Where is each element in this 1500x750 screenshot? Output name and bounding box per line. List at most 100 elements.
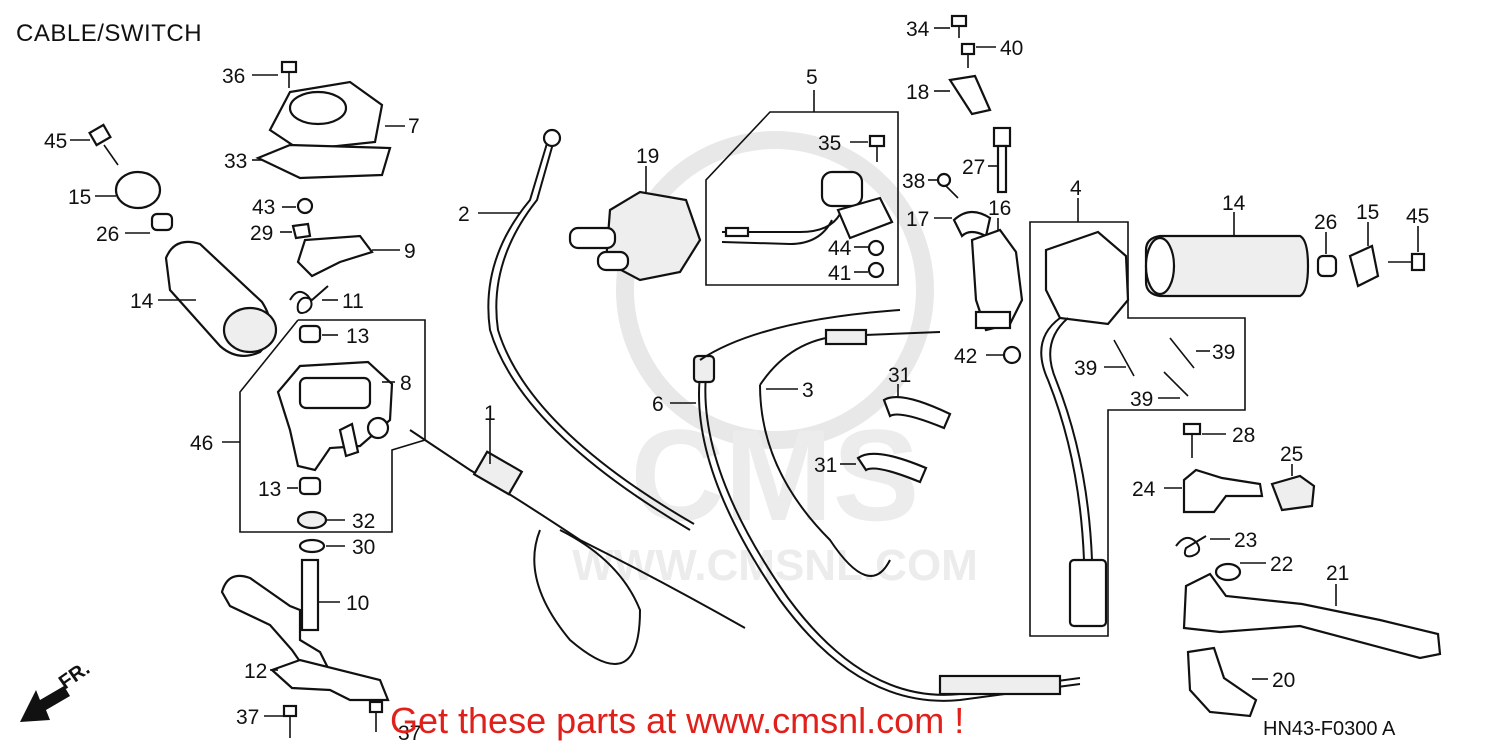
assembly-5-box xyxy=(705,111,899,286)
callout-43: 43 xyxy=(252,196,275,219)
part-36-screw[interactable] xyxy=(280,60,298,88)
part-15-weight-right[interactable] xyxy=(1348,244,1380,288)
part-20-holder[interactable] xyxy=(1186,646,1258,718)
callout-45-left: 45 xyxy=(44,130,67,153)
part-22-collar[interactable] xyxy=(1214,562,1242,582)
part-39-screw-a[interactable] xyxy=(1113,339,1135,377)
callout-9: 9 xyxy=(404,240,416,263)
part-37-bolt-2[interactable] xyxy=(368,700,384,732)
part-15-weight-left[interactable] xyxy=(114,170,162,210)
callout-22: 22 xyxy=(1270,553,1293,576)
part-13-collar-lower[interactable] xyxy=(298,476,322,496)
callout-32: 32 xyxy=(352,510,375,533)
part-40-bolt[interactable] xyxy=(960,42,976,68)
callout-5: 5 xyxy=(806,66,818,89)
callout-13-lower: 13 xyxy=(258,478,281,501)
part-13-collar[interactable] xyxy=(298,324,322,344)
part-38-screw[interactable] xyxy=(936,172,959,199)
callout-38: 38 xyxy=(902,170,925,193)
callout-24: 24 xyxy=(1132,478,1156,501)
callout-26-right: 26 xyxy=(1314,211,1337,234)
cable-2[interactable] xyxy=(487,128,695,531)
part-21-brake-lever[interactable] xyxy=(1182,572,1442,660)
page-title: CABLE/SWITCH xyxy=(16,20,203,47)
part-32-bearing[interactable] xyxy=(296,510,328,530)
throttle-assembly xyxy=(220,60,426,738)
cable-3[interactable] xyxy=(759,328,941,577)
callout-21: 21 xyxy=(1326,562,1349,585)
part-39-screw-c[interactable] xyxy=(1163,371,1189,397)
part-19-switch[interactable] xyxy=(568,190,702,282)
callout-45-right: 45 xyxy=(1406,205,1429,228)
part-34-bolt[interactable] xyxy=(950,14,968,38)
part-26-collar-left[interactable] xyxy=(150,212,174,232)
callout-41: 41 xyxy=(828,262,851,285)
part-44-washer[interactable] xyxy=(867,239,885,257)
part-41-nut[interactable] xyxy=(867,261,885,279)
part-29-clip[interactable] xyxy=(291,222,312,240)
part-18-bracket[interactable] xyxy=(948,74,992,116)
part-12-clamp[interactable] xyxy=(269,658,390,702)
part-17-clamp[interactable] xyxy=(952,210,992,238)
part-28-bolt[interactable] xyxy=(1182,422,1202,458)
callout-36: 36 xyxy=(222,65,245,88)
callout-1: 1 xyxy=(484,402,496,425)
part-8-housing[interactable] xyxy=(276,360,394,472)
callout-2: 2 xyxy=(458,203,470,226)
part-16-holder[interactable] xyxy=(970,228,1024,332)
part-45-bolt-left[interactable] xyxy=(88,123,119,166)
part-26-collar-right[interactable] xyxy=(1316,254,1338,278)
callout-11: 11 xyxy=(342,290,364,313)
front-arrow-icon xyxy=(20,686,70,722)
assembly-4-box xyxy=(1029,221,1246,637)
callout-12: 12 xyxy=(244,660,267,683)
part-37-bolt[interactable] xyxy=(282,704,298,738)
callout-20: 20 xyxy=(1272,669,1295,692)
part-14-grip-left[interactable] xyxy=(164,240,278,357)
part-24-bracket[interactable] xyxy=(1182,468,1264,514)
callout-39-b: 39 xyxy=(1212,341,1235,364)
switch-unit-5[interactable] xyxy=(721,170,894,246)
callout-26-left: 26 xyxy=(96,223,119,246)
watermark-url: WWW.CMSNL.COM xyxy=(572,541,978,590)
callout-7: 7 xyxy=(408,115,420,138)
callout-15-right: 15 xyxy=(1356,201,1379,224)
callout-39-c: 39 xyxy=(1130,388,1153,411)
callout-25: 25 xyxy=(1280,443,1303,466)
callout-6: 6 xyxy=(652,393,664,416)
part-10-throttle-lever[interactable] xyxy=(220,558,332,678)
part-11-spring[interactable] xyxy=(289,285,329,314)
footer-link[interactable]: Get these parts at www.cmsnl.com ! xyxy=(390,700,965,741)
callout-33: 33 xyxy=(224,150,247,173)
callout-8: 8 xyxy=(400,372,412,395)
callout-46: 46 xyxy=(190,432,213,455)
part-31-clip-upper[interactable] xyxy=(882,396,952,430)
cable-1[interactable] xyxy=(409,429,746,665)
callout-40: 40 xyxy=(1000,37,1023,60)
part-7-cover[interactable] xyxy=(268,80,384,152)
part-9-plate[interactable] xyxy=(296,234,374,278)
part-31-clip-lower[interactable] xyxy=(856,452,928,484)
part-35-screw[interactable] xyxy=(868,134,886,162)
part-39-screw-b[interactable] xyxy=(1169,337,1195,369)
part-43-nut[interactable] xyxy=(296,197,314,215)
callout-14-left: 14 xyxy=(130,290,154,313)
part-14-grip-right[interactable] xyxy=(1144,234,1310,298)
part-30-washer[interactable] xyxy=(298,538,326,554)
callout-4: 4 xyxy=(1070,177,1082,200)
part-33-gasket[interactable] xyxy=(255,143,392,180)
cable-6[interactable] xyxy=(692,309,1081,702)
callout-35: 35 xyxy=(818,132,841,155)
callout-37: 37 xyxy=(236,706,259,729)
callout-42: 42 xyxy=(954,345,977,368)
part-25-cover[interactable] xyxy=(1270,474,1316,512)
callout-3: 3 xyxy=(802,379,814,402)
part-23-spring[interactable] xyxy=(1175,535,1207,558)
switch-unit-4[interactable] xyxy=(1040,230,1130,628)
part-42-nut[interactable] xyxy=(1002,345,1022,365)
callout-31-lower: 31 xyxy=(814,454,837,477)
part-45-bolt-right[interactable] xyxy=(1388,252,1426,272)
part-27-bolt[interactable] xyxy=(992,126,1012,194)
callout-16: 16 xyxy=(988,197,1011,220)
